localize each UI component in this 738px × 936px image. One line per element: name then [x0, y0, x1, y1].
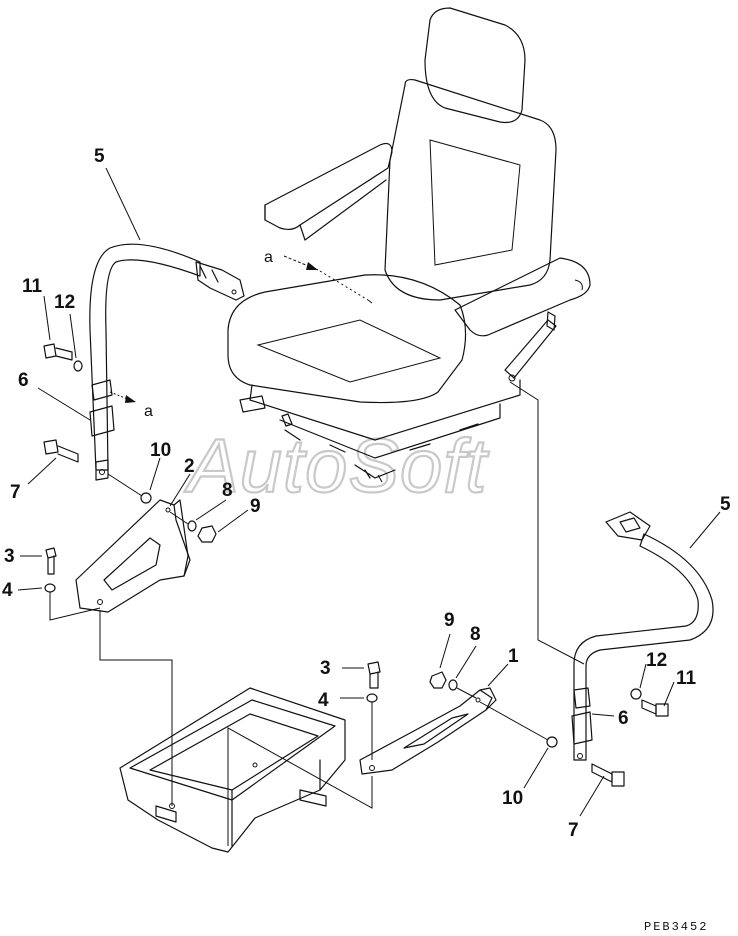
- callout-7-right: 7: [568, 820, 579, 841]
- callout-11-right: 11: [676, 668, 697, 689]
- washer-10-right: [546, 736, 558, 748]
- bracket-1: [359, 687, 497, 775]
- callout-10-left: 10: [150, 440, 171, 461]
- bolt-3-right: [367, 661, 381, 689]
- bolt-7-left: [43, 439, 79, 463]
- washer-4-right: [366, 693, 378, 703]
- washer-12-left: [73, 360, 83, 372]
- washer-8-left: [187, 520, 197, 532]
- assembly-lines-right: [509, 381, 585, 665]
- seat-belt-left: [89, 243, 245, 481]
- callout-9-right: 9: [444, 610, 455, 631]
- operator-seat: [227, 7, 591, 483]
- callout-11-left: 11: [22, 276, 43, 297]
- callout-4-left: 4: [2, 580, 13, 601]
- washer-8-right: [448, 679, 458, 691]
- callout-10-right: 10: [502, 788, 523, 809]
- callout-6-right: 6: [618, 708, 629, 729]
- bolt-3-left: [45, 547, 57, 575]
- callout-9-left: 9: [250, 496, 261, 517]
- drawing-code: PEB3452: [644, 920, 708, 934]
- callout-3-left: 3: [4, 546, 15, 567]
- callout-8-left: 8: [222, 480, 233, 501]
- bolt-11-right: [641, 699, 669, 717]
- bracket-2: [75, 499, 191, 613]
- callout-12-right: 12: [646, 650, 667, 671]
- belt-reference-a: a: [109, 391, 153, 420]
- callout-5-left: 5: [94, 146, 105, 167]
- seat-base-plate: [119, 687, 346, 853]
- svg-text:a: a: [144, 403, 153, 420]
- callout-3-right: 3: [320, 658, 331, 679]
- callout-2: 2: [184, 456, 195, 477]
- assembly-lines-base: [227, 727, 373, 846]
- svg-text:a: a: [264, 249, 273, 266]
- nut-9-right: [429, 671, 447, 689]
- callout-4-right: 4: [318, 690, 329, 711]
- callout-7-left: 7: [10, 482, 21, 503]
- callout-12-left: 12: [54, 292, 75, 313]
- callout-labels: 5 11 12 6 7 10 2 8 9 3 4 9 8 1 3 4 5 12 …: [2, 146, 731, 841]
- nut-9-left: [197, 525, 217, 543]
- seat-belt-right: [571, 511, 714, 761]
- callout-6-left: 6: [18, 370, 29, 391]
- callout-1: 1: [508, 646, 519, 667]
- washer-4-left: [44, 583, 56, 593]
- washer-12-right: [630, 688, 642, 700]
- assembly-lines-left: [49, 592, 173, 806]
- callout-5-right: 5: [720, 494, 731, 515]
- bolt-7-right: [591, 763, 625, 787]
- bolt-11-left: [43, 343, 73, 361]
- seat-reference-a: a: [264, 249, 369, 301]
- leader-lines: [17, 167, 721, 817]
- washer-10-left: [140, 492, 152, 504]
- callout-8-right: 8: [470, 624, 481, 645]
